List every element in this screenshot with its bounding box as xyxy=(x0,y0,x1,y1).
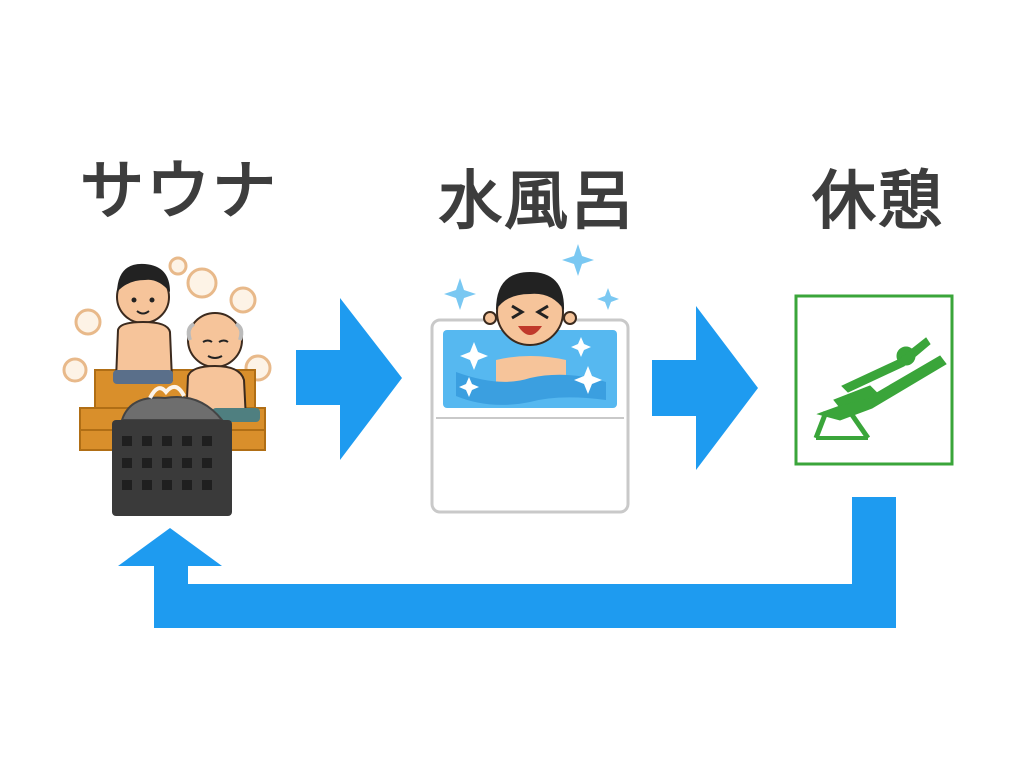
arrow-right-2 xyxy=(652,306,758,470)
arrow-right-1 xyxy=(296,298,402,460)
return-arrow xyxy=(118,497,896,628)
rest-chair-icon xyxy=(796,296,952,464)
cold-bath-icon xyxy=(432,244,628,512)
sauna-icon xyxy=(64,258,270,516)
